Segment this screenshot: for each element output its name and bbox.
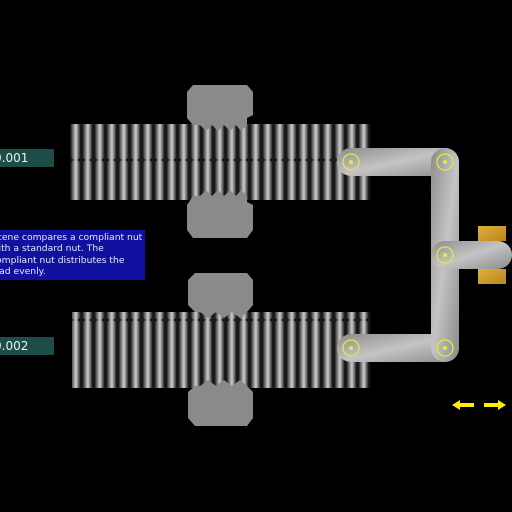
top-link-arm	[337, 148, 459, 176]
pivot-top-left[interactable]	[342, 153, 360, 171]
linkage	[337, 148, 512, 362]
pivot-center[interactable]	[436, 246, 454, 264]
bottom-displacement-readout: 0.002	[0, 337, 54, 355]
bottom-bolt	[72, 312, 370, 388]
top-displacement-readout: 0.001	[0, 149, 54, 167]
bottom-link-arm	[337, 334, 459, 362]
scene-caption-text: Scene compares a compliant nut with a st…	[0, 232, 143, 277]
bottom-assembly	[72, 273, 370, 426]
top-assembly	[70, 85, 370, 238]
bottom-nut-lower	[188, 380, 253, 426]
top-bolt	[70, 124, 370, 200]
arrow-left-icon[interactable]	[452, 400, 474, 410]
arrow-right-icon[interactable]	[484, 400, 506, 410]
fixed-block-top	[478, 226, 506, 241]
top-nut-lower	[187, 190, 253, 238]
pivot-bottom-left[interactable]	[342, 339, 360, 357]
output-rod	[431, 241, 512, 269]
pivot-bottom-right[interactable]	[436, 339, 454, 357]
fixed-block-bottom	[478, 269, 506, 284]
pivot-top-right[interactable]	[436, 153, 454, 171]
bottom-nut-upper	[188, 273, 253, 318]
top-nut-upper	[187, 85, 253, 131]
scene-caption: Scene compares a compliant nut with a st…	[0, 230, 145, 280]
